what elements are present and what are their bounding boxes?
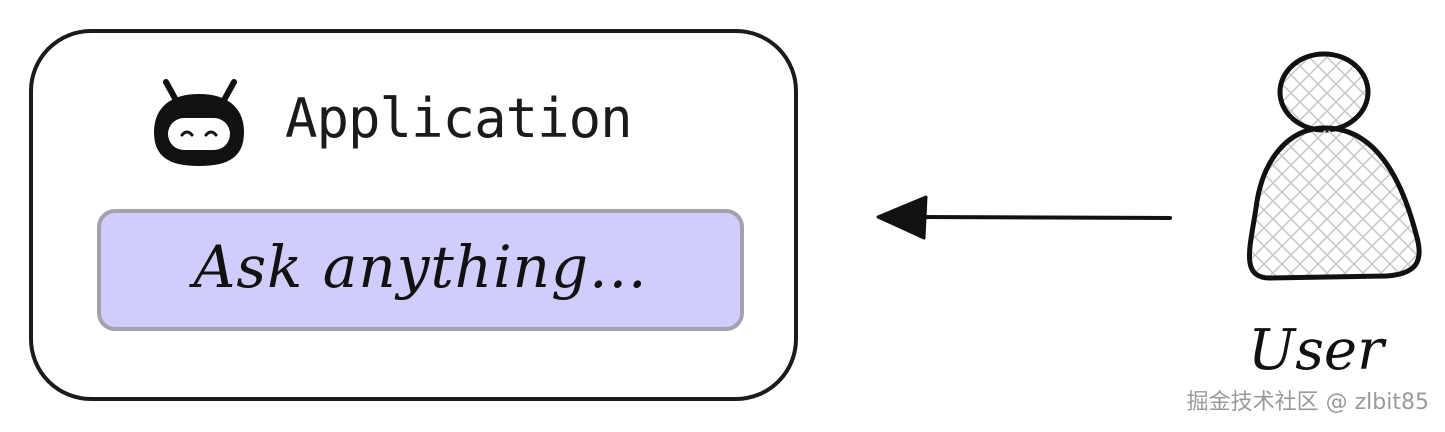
application-title: Application (285, 87, 633, 150)
watermark: 掘金技术社区 @ zlbit85 (1186, 390, 1429, 415)
ask-input-placeholder: Ask anything... (193, 233, 648, 301)
ask-input[interactable]: Ask anything... (97, 209, 744, 331)
user-label: User (1248, 318, 1384, 383)
robot-icon (154, 79, 244, 166)
user-person-icon (1246, 51, 1422, 281)
arrow-left-icon (876, 195, 1172, 240)
